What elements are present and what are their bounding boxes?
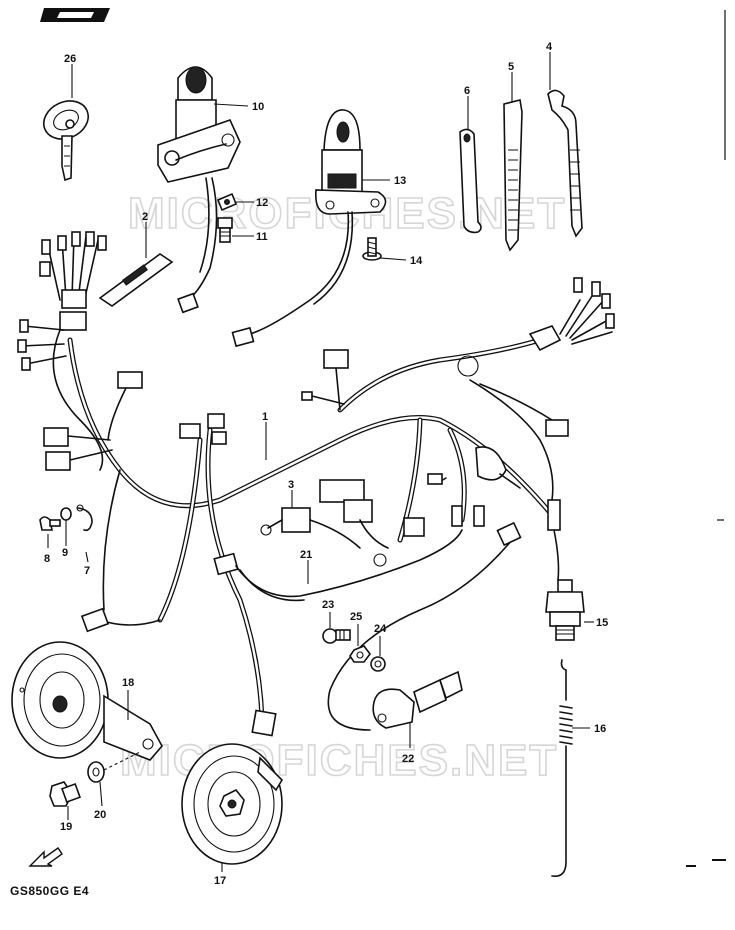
callout-16: 16 [594, 723, 606, 735]
callout-20: 20 [94, 809, 106, 821]
callout-22: 22 [402, 753, 414, 765]
watermark-bottom: MICROFICHES.NET [120, 736, 558, 785]
callout-17: 17 [214, 875, 226, 887]
front-direction-arrow [28, 847, 63, 867]
washer-24 [370, 656, 386, 672]
relay-3 [260, 507, 361, 549]
callout-6: 6 [464, 85, 470, 97]
header-mark [40, 8, 110, 22]
key [43, 100, 89, 182]
left-connector-bundle [17, 231, 143, 471]
callout-15: 15 [596, 617, 608, 629]
holder-2 [98, 253, 174, 307]
washer-9 [60, 507, 72, 521]
ignition-switch [157, 66, 241, 314]
callout-8: 8 [44, 553, 50, 565]
callout-26: 26 [64, 53, 76, 65]
clip-7 [76, 504, 93, 532]
leader-lines [47, 52, 594, 872]
washer-20 [87, 761, 105, 783]
cable-band-5 [503, 99, 523, 252]
callout-24: 24 [374, 623, 387, 635]
callout-10: 10 [252, 101, 264, 113]
bolt-11 [217, 217, 233, 243]
callout-23: 23 [322, 599, 334, 611]
cable-band-4 [547, 89, 583, 238]
clamp-6 [459, 128, 482, 234]
callout-11: 11 [256, 231, 268, 243]
spring-16 [551, 659, 573, 878]
screw-14 [362, 237, 382, 261]
horn-17 [181, 743, 284, 865]
steering-lock [231, 109, 387, 348]
callout-3: 3 [288, 479, 294, 491]
horn-18 [11, 641, 163, 761]
main-harness [52, 329, 559, 723]
callout-13: 13 [394, 175, 406, 187]
plug-left [80, 607, 277, 737]
callout-21: 21 [300, 549, 312, 561]
callout-1: 1 [262, 411, 268, 423]
callout-14: 14 [410, 255, 423, 267]
bolt-19 [49, 781, 81, 807]
callout-18: 18 [122, 677, 134, 689]
harness-connectors [179, 277, 615, 581]
washer-12 [216, 192, 238, 212]
callout-9: 9 [62, 547, 68, 559]
nut-25 [349, 645, 371, 663]
screw-8 [39, 516, 61, 531]
callout-25: 25 [350, 611, 362, 623]
callout-5: 5 [508, 61, 514, 73]
callout-labels: 1 2 3 4 5 6 7 8 9 10 11 12 13 14 15 16 1… [44, 41, 608, 887]
bolt-23 [322, 628, 351, 644]
model-code-label: GS850GG E4 [10, 884, 90, 898]
callout-12: 12 [256, 197, 268, 209]
sensor-15 [545, 579, 585, 641]
sub-harness-21 [213, 529, 463, 602]
callout-7: 7 [84, 565, 90, 577]
callout-19: 19 [60, 821, 72, 833]
callout-2: 2 [142, 211, 148, 223]
switch-22 [327, 521, 522, 731]
callout-4: 4 [546, 41, 553, 53]
